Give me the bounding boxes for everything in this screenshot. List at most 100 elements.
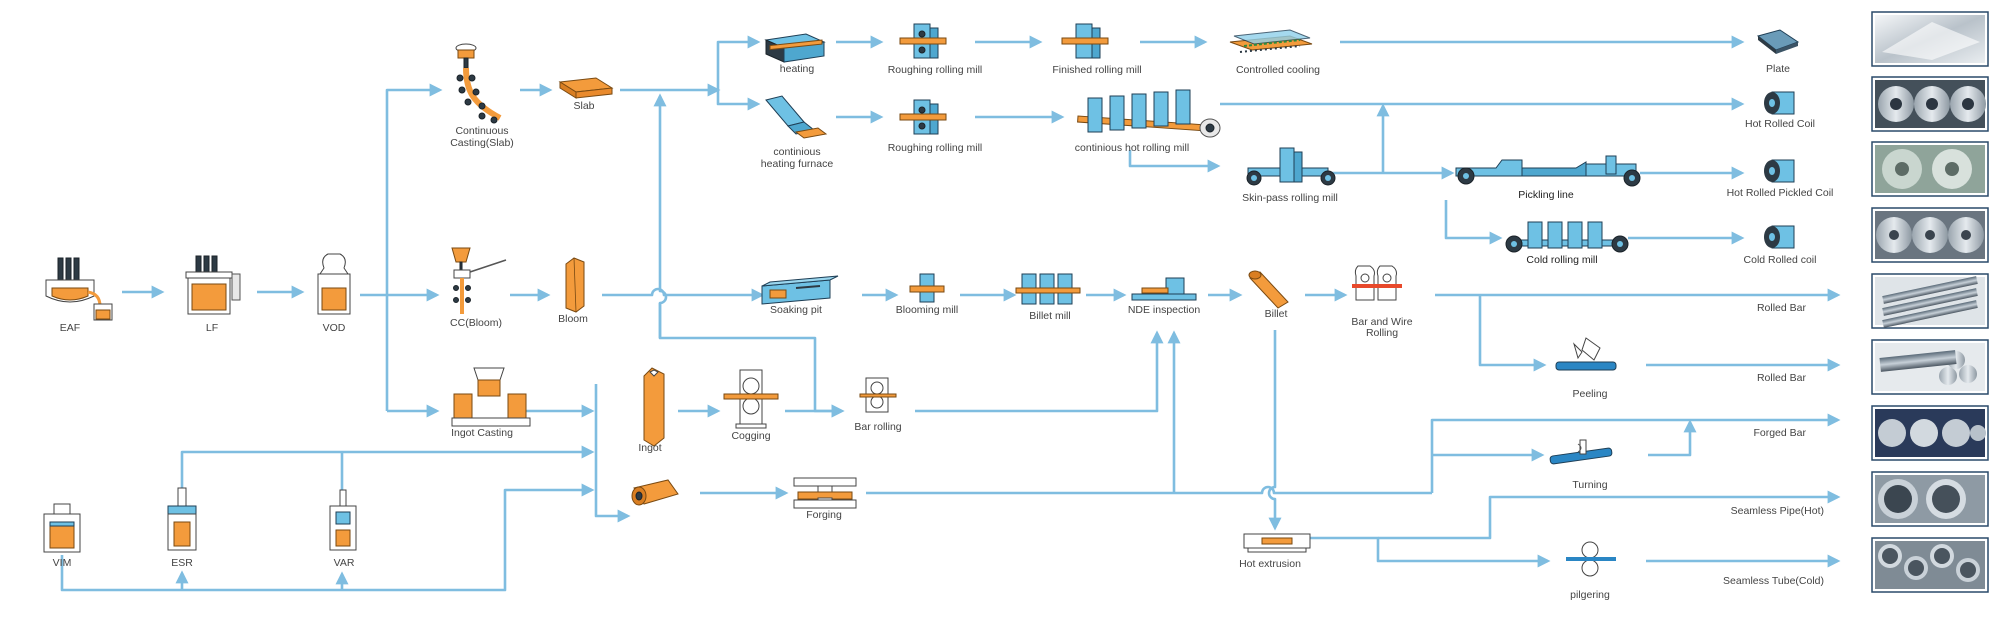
seamless-tube-photo-thumbnail — [1871, 537, 1989, 593]
pickling-line-icon — [1455, 155, 1641, 187]
label-finished-mill: Finished rolling mill — [1052, 64, 1141, 76]
arrow-esr-up — [180, 445, 595, 492]
product-labels: Plate Hot Rolled Coil Hot Rolled Pickled… — [1723, 63, 1833, 587]
product-label-forged-bar: Forged Bar — [1753, 427, 1806, 439]
cold-rolled-coil-icon — [1764, 225, 1795, 249]
label-controlled-cooling: Controlled cooling — [1236, 64, 1320, 76]
hot-extrusion-icon — [1243, 533, 1311, 553]
arrow-chm-skinpass — [1128, 150, 1221, 173]
ingot-icon — [643, 367, 665, 447]
label-cont-heating-1: continious — [773, 146, 820, 158]
roughing-mill-2-icon — [899, 99, 947, 135]
label-cc-bloom: CC(Bloom) — [450, 317, 502, 329]
pickled-coil-photo-thumbnail — [1871, 141, 1989, 197]
cold-rolling-mill-icon — [1505, 221, 1629, 253]
label-billet: Billet — [1265, 308, 1288, 320]
cogging-icon — [723, 369, 779, 429]
label-lf: LF — [206, 322, 218, 334]
hot-rolled-coil-icon — [1764, 91, 1795, 115]
product-label-rolled-bar-1: Rolled Bar — [1757, 302, 1807, 314]
bloom-icon — [565, 257, 585, 313]
billet-mill-icon — [1015, 273, 1081, 305]
label-cont-heating-2: heating furnace — [761, 158, 834, 170]
finished-mill-icon — [1061, 23, 1109, 59]
soaking-pit-icon — [761, 275, 839, 305]
arrow-pickling-cold — [1444, 200, 1503, 245]
product-label-hot-rolled-coil: Hot Rolled Coil — [1745, 118, 1815, 130]
label-blooming-mill: Blooming mill — [896, 304, 958, 316]
plate-photo-thumbnail — [1871, 11, 1989, 67]
product-label-seamless-pipe: Seamless Pipe(Hot) — [1731, 505, 1824, 517]
arrow-forging-out — [866, 485, 1432, 495]
continuous-hot-rolling-mill-icon — [1077, 89, 1221, 138]
hot-rolled-pickled-coil-icon — [1764, 159, 1795, 183]
pilgering-icon — [1566, 541, 1616, 577]
label-nde: NDE inspection — [1128, 304, 1201, 316]
label-soaking-pit: Soaking pit — [770, 304, 822, 316]
lf-ladle-icon — [185, 255, 241, 315]
label-slab: Slab — [573, 100, 594, 112]
continuous-heating-furnace-icon — [765, 95, 828, 139]
bar-wire-rolling-icon — [1352, 265, 1402, 301]
turning-icon — [1549, 439, 1613, 465]
stage-labels: EAF LF VOD Continuous Casting(Slab) Slab… — [53, 63, 1610, 601]
heating-furnace-icon — [764, 33, 826, 63]
label-continuous-hot-mill: continious hot rolling mill — [1075, 142, 1189, 154]
arrow-extrusion-out — [1310, 536, 1551, 568]
product-label-rolled-bar-2: Rolled Bar — [1757, 372, 1807, 384]
rolled-bar-2-photo-thumbnail — [1871, 339, 1989, 395]
label-skin-pass: Skin-pass rolling mill — [1242, 192, 1338, 204]
cc-bloom-icon — [451, 247, 507, 314]
arrow-vim-bus — [60, 483, 595, 592]
product-label-hot-rolled-pickled-coil: Hot Rolled Pickled Coil — [1727, 187, 1834, 199]
forging-billet-icon — [631, 479, 679, 506]
label-pilgering: pilgering — [1570, 589, 1610, 601]
label-vim: VIM — [53, 557, 72, 569]
label-heating: heating — [780, 63, 815, 75]
product-thumbnails — [1871, 11, 1989, 593]
label-ingot-casting: Ingot Casting — [451, 427, 513, 439]
bar-rolling-icon — [859, 377, 897, 413]
hot-rolled-coil-photo-thumbnail — [1871, 76, 1989, 132]
skin-pass-mill-icon — [1246, 147, 1336, 186]
cold-rolled-coil-photo-thumbnail — [1871, 207, 1989, 263]
label-billet-mill: Billet mill — [1029, 310, 1070, 322]
label-var: VAR — [334, 557, 355, 569]
eaf-furnace-icon — [45, 257, 113, 321]
arrow-barrolling-nde — [915, 330, 1164, 413]
forged-bar-photo-thumbnail — [1871, 405, 1989, 461]
label-esr: ESR — [171, 557, 193, 569]
roughing-mill-icon — [899, 23, 947, 59]
product-label-plate: Plate — [1766, 63, 1790, 75]
continuous-casting-slab-icon — [455, 43, 502, 124]
arrow-extrusion-pipe — [1378, 490, 1841, 540]
arrow-turning-forgedbar — [1648, 419, 1697, 457]
vim-furnace-icon — [43, 503, 81, 553]
label-continuous-casting-1: Continuous — [455, 125, 508, 137]
billet-icon — [1248, 270, 1289, 309]
arrow-slab-heating — [716, 35, 761, 90]
product-label-seamless-tube: Seamless Tube(Cold) — [1723, 575, 1824, 587]
seamless-pipe-photo-thumbnail — [1871, 471, 1989, 527]
label-roughing-mill-1: Roughing rolling mill — [888, 64, 983, 76]
rolled-bar-photo-thumbnail — [1871, 273, 1989, 329]
plate-product-icon — [1756, 29, 1800, 54]
product-label-cold-rolled-coil: Cold Rolled coil — [1744, 254, 1817, 266]
label-bar-wire-1: Bar and Wire — [1351, 316, 1412, 328]
forging-press-icon — [793, 477, 857, 509]
label-pickling-line: Pickling line — [1518, 189, 1574, 201]
arrow-forging-up — [1430, 413, 1841, 493]
label-hot-extrusion: Hot extrusion — [1239, 558, 1301, 570]
label-turning: Turning — [1572, 479, 1607, 491]
controlled-cooling-icon — [1229, 29, 1313, 53]
label-bar-wire-2: Rolling — [1366, 327, 1398, 339]
blooming-mill-icon — [909, 273, 945, 303]
slab-icon — [558, 77, 614, 99]
vod-vessel-icon — [317, 253, 351, 315]
label-eaf: EAF — [60, 322, 80, 334]
nde-inspection-icon — [1131, 277, 1197, 301]
label-bloom: Bloom — [558, 313, 588, 325]
arrow-billet-extrusion — [1267, 330, 1282, 531]
peeling-icon — [1555, 337, 1617, 371]
